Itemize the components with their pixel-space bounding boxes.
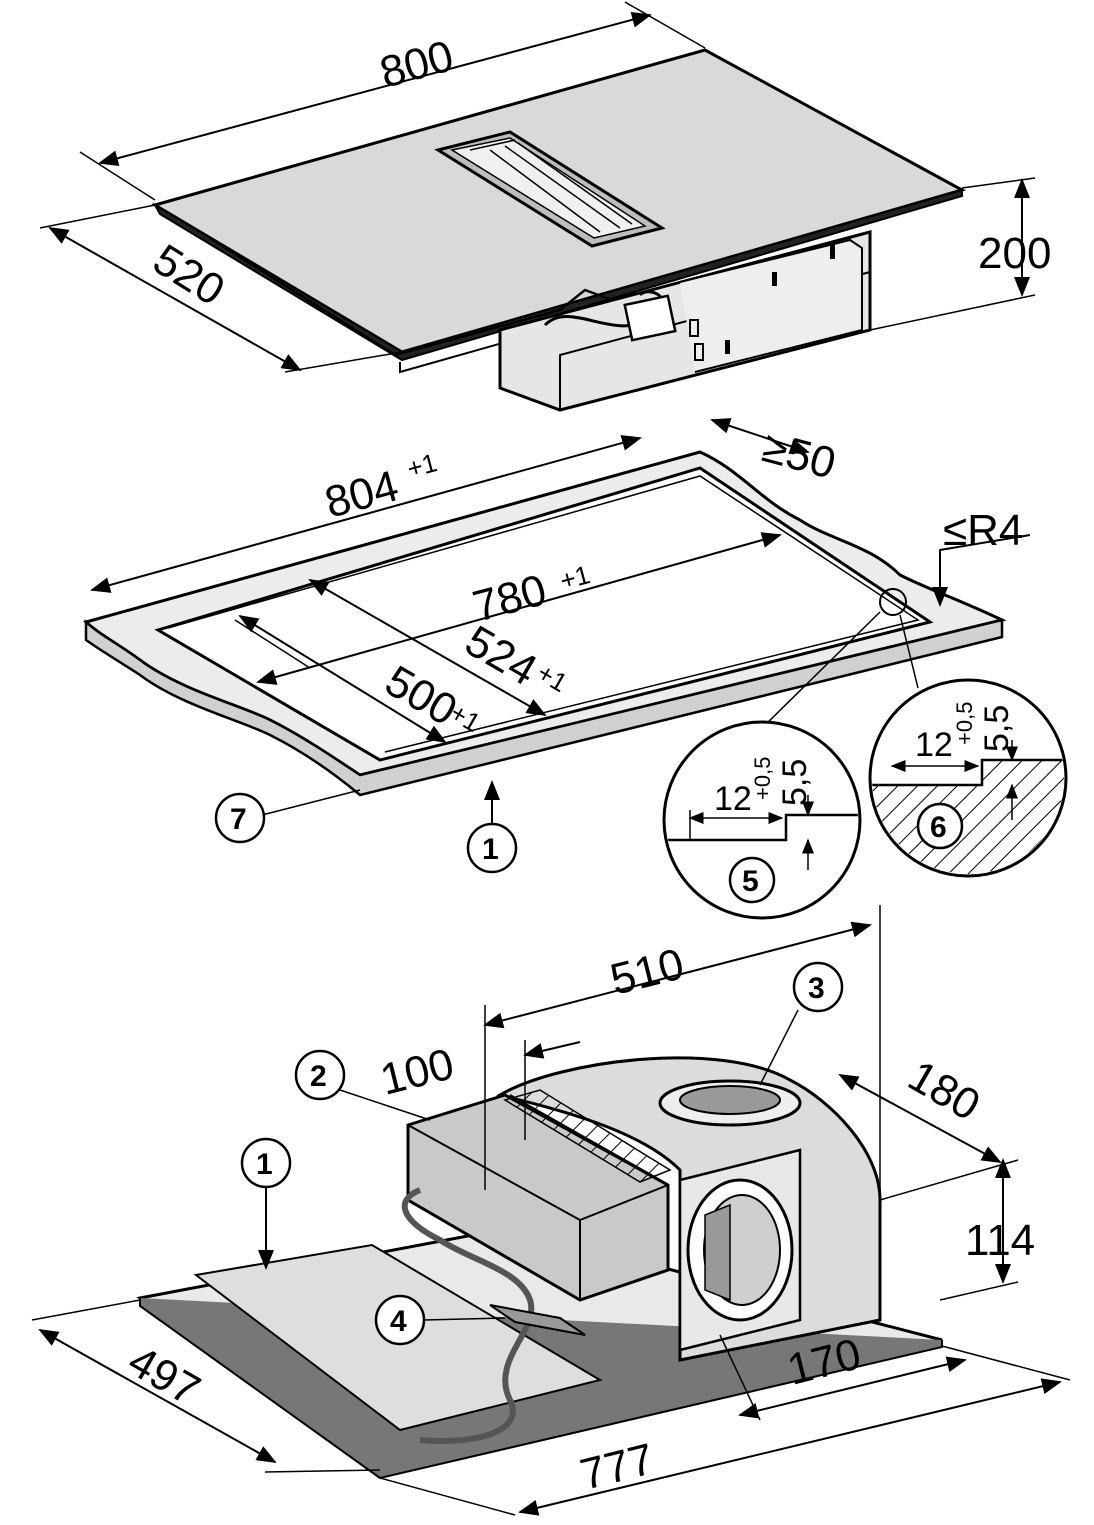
callout-5: 5	[742, 865, 759, 898]
callout-2: 2	[310, 1060, 327, 1093]
dim-cutout-width: 804	[320, 461, 404, 527]
callout-4-group: 4	[374, 1294, 506, 1346]
svg-text:12: 12	[714, 780, 752, 818]
callout-3: 3	[808, 972, 825, 1005]
callout-6: 6	[930, 811, 947, 844]
dim-fan-offset: 100	[376, 1039, 459, 1104]
svg-text:5,5: 5,5	[776, 759, 814, 806]
fan-unit-drawing	[136, 1056, 943, 1480]
dim-hob-height: 200	[978, 229, 1051, 278]
callout-7-group: 7	[214, 789, 361, 844]
detail-5: 12 +0,5 5,5 5	[662, 611, 881, 920]
callout-3-group: 3	[759, 961, 844, 1086]
svg-text:12: 12	[915, 726, 953, 764]
callout-7: 7	[230, 803, 247, 836]
svg-text:5,5: 5,5	[978, 705, 1016, 752]
svg-text:+0,5: +0,5	[750, 757, 775, 800]
worktop-cutout-drawing	[83, 450, 1007, 797]
svg-text:+1: +1	[404, 447, 440, 484]
dimension-200: 200	[869, 177, 1051, 331]
detail-6: 12 +0,5 5,5 6	[868, 614, 1068, 878]
callout-1-mid: 1	[482, 833, 499, 866]
svg-text:+0,5: +0,5	[952, 702, 977, 745]
dim-fan-width: 510	[606, 939, 689, 1004]
dim-base-depth: 497	[120, 1336, 208, 1415]
dimension-radius: ≤R4	[932, 506, 1031, 607]
callout-1-bottom: 1	[256, 1148, 273, 1181]
callout-2-group: 2	[294, 1049, 431, 1121]
dim-hob-width: 800	[375, 31, 459, 97]
callout-1-bottom-group: 1	[240, 1137, 292, 1270]
dimension-180: 180	[838, 1051, 1002, 1163]
power-cable	[401, 1187, 535, 1444]
dim-min-distance: ≥50	[757, 422, 840, 488]
hob-drawing	[151, 48, 966, 412]
callout-1-middle: 1	[466, 780, 518, 874]
worktop-front-edge	[84, 618, 1004, 797]
dim-fan-height: 114	[965, 1216, 1035, 1265]
dim-fan-depth: 180	[900, 1051, 988, 1130]
callout-4: 4	[390, 1305, 407, 1338]
dim-max-radius: ≤R4	[943, 506, 1023, 555]
dimension-114: 114	[879, 1158, 1035, 1301]
dim-base-width: 777	[576, 1434, 659, 1499]
